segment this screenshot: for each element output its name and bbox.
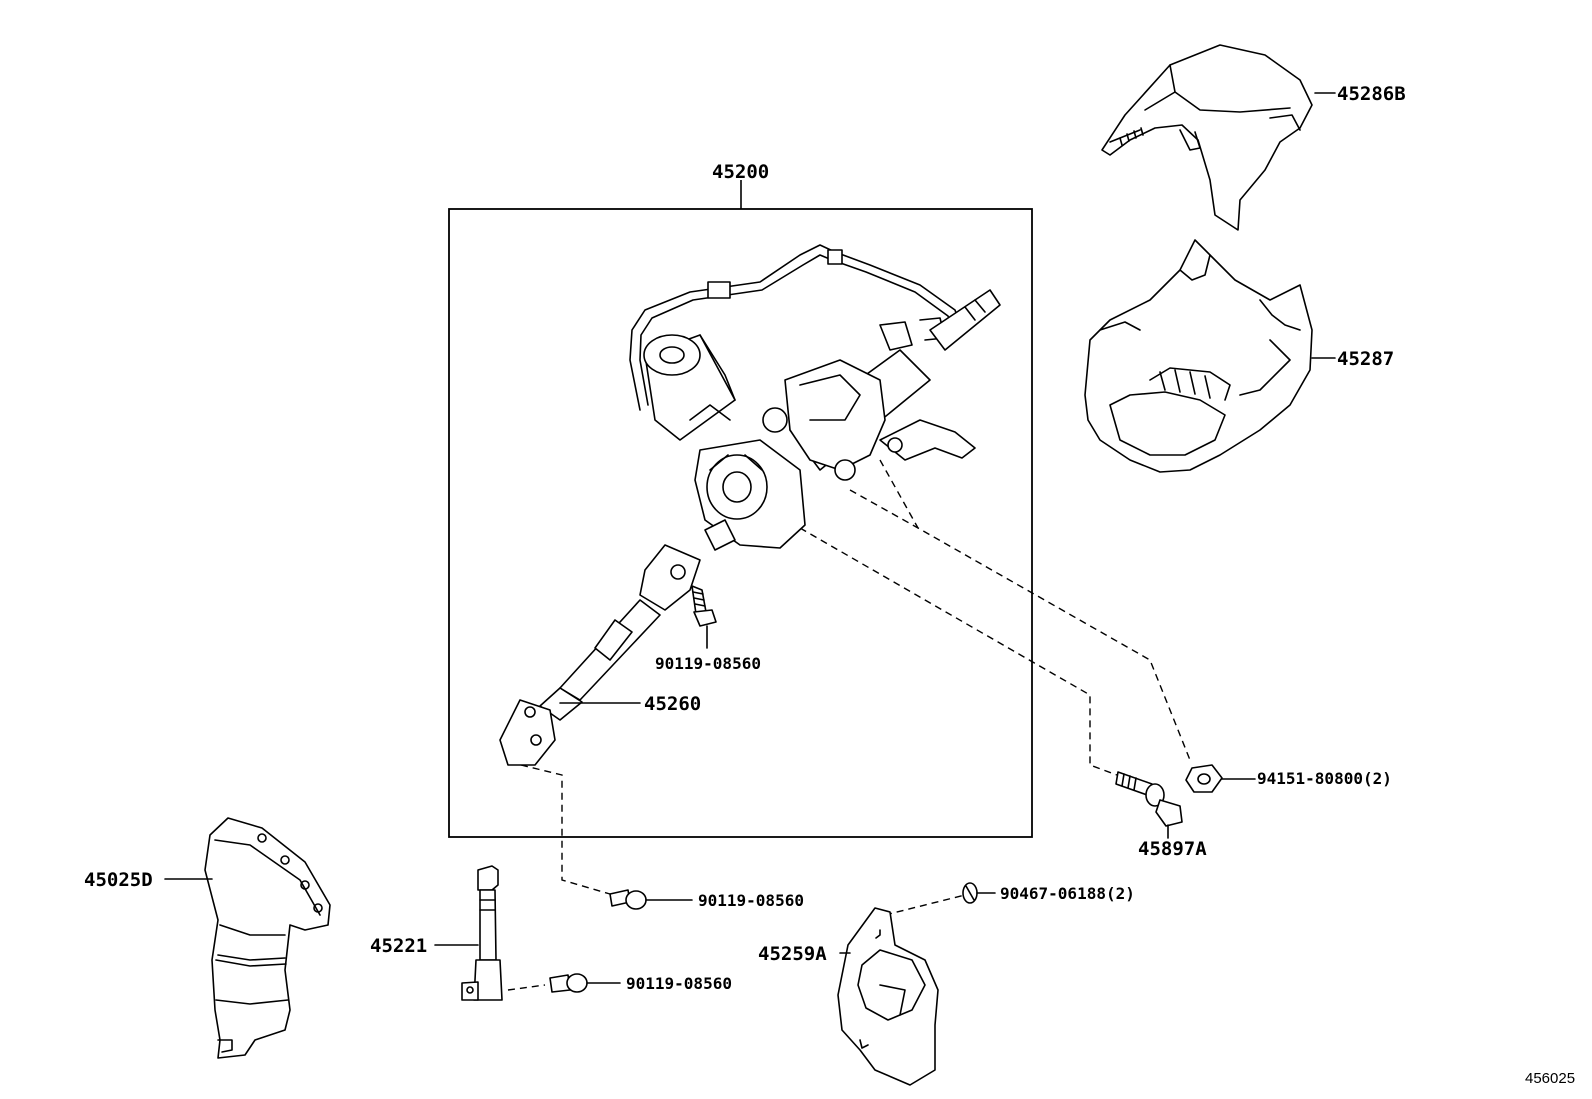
label-boot: 45025D bbox=[84, 869, 153, 891]
intermediate-shaft bbox=[499, 544, 701, 766]
label-bolt-lower: 90119-08560 bbox=[698, 891, 804, 910]
label-yoke-shaft: 45221 bbox=[370, 935, 427, 957]
nut bbox=[1185, 764, 1256, 793]
bolt-shaft bbox=[549, 973, 621, 993]
label-clip: 90467-06188(2) bbox=[1000, 884, 1135, 903]
steering-boot bbox=[164, 817, 331, 1059]
column-cover-upper bbox=[1101, 44, 1336, 231]
label-assembly: 45200 bbox=[712, 161, 769, 183]
label-bolt-adjust: 45897A bbox=[1138, 838, 1207, 860]
bolt-upper bbox=[691, 585, 717, 649]
steering-column-assembly bbox=[629, 244, 1001, 551]
bolt-lower bbox=[609, 889, 693, 910]
dashed-connectors bbox=[507, 459, 1191, 991]
hole-cover bbox=[837, 907, 939, 1086]
column-cover-lower bbox=[1084, 239, 1336, 473]
illustration-id: 456025 bbox=[1525, 1070, 1575, 1087]
assembly-45200-frame bbox=[448, 180, 1033, 838]
label-hole-cover: 45259A bbox=[758, 943, 827, 965]
clip bbox=[962, 882, 996, 904]
label-bolt-upper: 90119-08560 bbox=[655, 654, 761, 673]
yoke-shaft bbox=[434, 865, 503, 1001]
label-cover-upper: 45286B bbox=[1337, 83, 1406, 105]
bolt-adjust bbox=[1115, 771, 1183, 839]
label-nut: 94151-80800(2) bbox=[1257, 769, 1392, 788]
label-bolt-shaft: 90119-08560 bbox=[626, 974, 732, 993]
label-intermediate-shaft: 45260 bbox=[644, 693, 701, 715]
label-cover-lower: 45287 bbox=[1337, 348, 1394, 370]
